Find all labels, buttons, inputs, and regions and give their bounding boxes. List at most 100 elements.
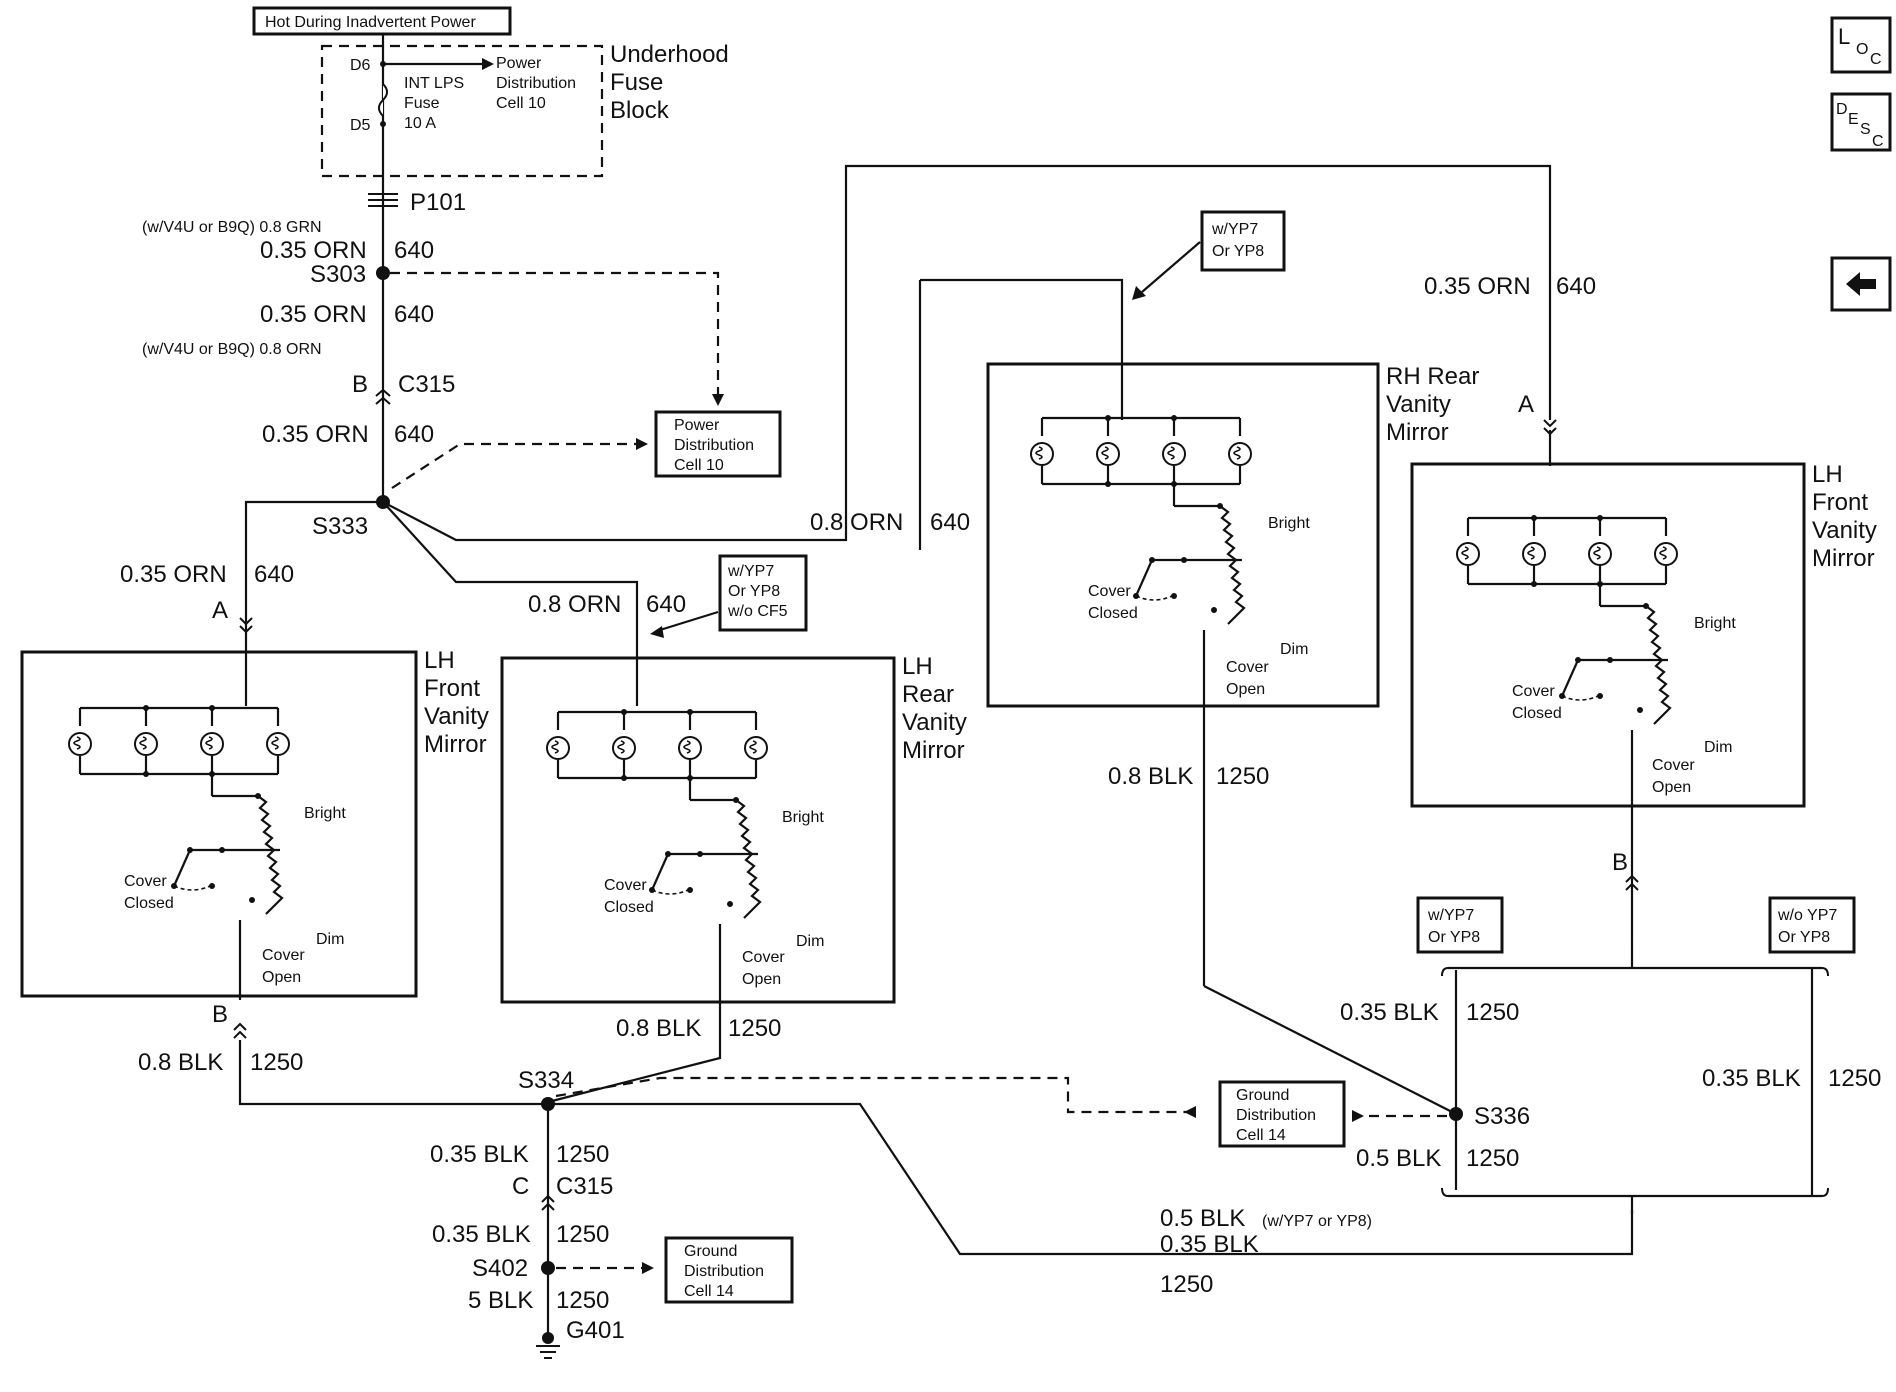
svg-text:Bright: Bright xyxy=(1268,515,1310,532)
svg-text:Open: Open xyxy=(742,971,781,988)
svg-text:Cell 10: Cell 10 xyxy=(496,95,546,112)
svg-text:0.35 BLK: 0.35 BLK xyxy=(1702,1065,1801,1092)
desc-button[interactable]: D E S C xyxy=(1830,92,1892,152)
svg-text:Front: Front xyxy=(424,675,480,702)
svg-text:w/YP7: w/YP7 xyxy=(727,563,774,580)
svg-text:1250: 1250 xyxy=(556,1221,609,1248)
svg-text:C: C xyxy=(1872,133,1884,150)
svg-text:(w/V4U or B9Q) 0.8 GRN: (w/V4U or B9Q) 0.8 GRN xyxy=(142,219,322,236)
svg-text:640: 640 xyxy=(254,561,294,588)
svg-text:Or YP8: Or YP8 xyxy=(1428,929,1480,946)
svg-text:0.35 ORN: 0.35 ORN xyxy=(120,561,227,588)
svg-text:1250: 1250 xyxy=(728,1015,781,1042)
svg-text:Closed: Closed xyxy=(604,899,654,916)
svg-text:640: 640 xyxy=(930,509,970,536)
svg-text:S: S xyxy=(1860,121,1871,138)
svg-text:S303: S303 xyxy=(310,261,366,288)
svg-text:640: 640 xyxy=(646,591,686,618)
svg-text:0.5 BLK: 0.5 BLK xyxy=(1160,1205,1245,1232)
svg-text:LH: LH xyxy=(1812,461,1843,488)
svg-text:Open: Open xyxy=(1652,779,1691,796)
svg-text:Rear: Rear xyxy=(902,681,954,708)
loc-button[interactable]: L O C xyxy=(1830,16,1892,74)
svg-text:D5: D5 xyxy=(350,117,371,134)
svg-text:INT LPS: INT LPS xyxy=(404,75,464,92)
svg-text:0.35 BLK: 0.35 BLK xyxy=(1340,999,1439,1026)
svg-text:C315: C315 xyxy=(398,371,455,398)
svg-text:Bright: Bright xyxy=(304,805,346,822)
svg-text:Vanity: Vanity xyxy=(902,709,967,736)
svg-text:B: B xyxy=(1612,849,1628,876)
svg-text:Block: Block xyxy=(610,97,670,124)
svg-text:0.35 BLK: 0.35 BLK xyxy=(1160,1231,1259,1258)
svg-text:640: 640 xyxy=(394,301,434,328)
svg-text:Vanity: Vanity xyxy=(1812,517,1877,544)
loc-label-l: L xyxy=(1838,24,1850,49)
svg-text:LH: LH xyxy=(902,653,933,680)
left-arrow-icon xyxy=(1846,272,1876,296)
svg-text:640: 640 xyxy=(1556,273,1596,300)
svg-text:Mirror: Mirror xyxy=(902,737,965,764)
svg-text:Bright: Bright xyxy=(1694,615,1736,632)
svg-text:LH: LH xyxy=(424,647,455,674)
svg-text:Cover: Cover xyxy=(262,947,305,964)
svg-text:C315: C315 xyxy=(556,1173,613,1200)
svg-text:Ground: Ground xyxy=(1236,1087,1289,1104)
svg-text:1250: 1250 xyxy=(1466,1145,1519,1172)
svg-text:Mirror: Mirror xyxy=(424,731,487,758)
svg-text:1250: 1250 xyxy=(1216,763,1269,790)
svg-text:1250: 1250 xyxy=(1466,999,1519,1026)
svg-text:0.35 ORN: 0.35 ORN xyxy=(262,421,369,448)
back-button[interactable] xyxy=(1830,256,1892,312)
svg-text:1250: 1250 xyxy=(556,1141,609,1168)
svg-text:Or YP8: Or YP8 xyxy=(1212,243,1264,260)
lh-front-vanity-mirror-left: LH Front Vanity Mirror Bright Cover Clos… xyxy=(20,630,489,1000)
svg-text:640: 640 xyxy=(394,421,434,448)
svg-text:w/o YP7: w/o YP7 xyxy=(1777,907,1837,924)
svg-text:Dim: Dim xyxy=(1280,641,1308,658)
svg-text:0.8 ORN: 0.8 ORN xyxy=(528,591,621,618)
svg-text:RH Rear: RH Rear xyxy=(1386,363,1479,390)
svg-text:Cover: Cover xyxy=(604,877,647,894)
svg-text:w/o CF5: w/o CF5 xyxy=(727,603,788,620)
svg-text:640: 640 xyxy=(394,237,434,264)
svg-text:Bright: Bright xyxy=(782,809,824,826)
svg-text:0.8 BLK: 0.8 BLK xyxy=(1108,763,1193,790)
svg-text:Fuse: Fuse xyxy=(404,95,440,112)
svg-text:Dim: Dim xyxy=(316,931,344,948)
svg-text:Underhood: Underhood xyxy=(610,41,729,68)
svg-text:Cover: Cover xyxy=(1512,683,1555,700)
svg-text:0.35 ORN: 0.35 ORN xyxy=(260,237,367,264)
svg-text:Cell 10: Cell 10 xyxy=(674,457,724,474)
svg-text:Closed: Closed xyxy=(1512,705,1562,722)
lh-front-vanity-mirror-right: LH Front Vanity Mirror Bright Cover Clos… xyxy=(1410,461,1877,940)
svg-text:B: B xyxy=(212,1001,228,1028)
svg-text:w/YP7: w/YP7 xyxy=(1427,907,1474,924)
loc-label-c: C xyxy=(1870,51,1882,68)
svg-text:Power: Power xyxy=(496,55,542,72)
svg-text:Or YP8: Or YP8 xyxy=(728,583,780,600)
svg-text:0.8 BLK: 0.8 BLK xyxy=(138,1049,223,1076)
svg-text:Cover: Cover xyxy=(1088,583,1131,600)
svg-text:Vanity: Vanity xyxy=(424,703,489,730)
svg-text:0.35 BLK: 0.35 BLK xyxy=(432,1221,531,1248)
svg-text:Or YP8: Or YP8 xyxy=(1778,929,1830,946)
svg-text:Distribution: Distribution xyxy=(1236,1107,1316,1124)
svg-text:Front: Front xyxy=(1812,489,1868,516)
svg-text:Distribution: Distribution xyxy=(684,1263,764,1280)
svg-text:(w/YP7 or YP8): (w/YP7 or YP8) xyxy=(1262,1213,1372,1230)
svg-text:C: C xyxy=(512,1173,529,1200)
svg-text:Cell 14: Cell 14 xyxy=(1236,1127,1286,1144)
svg-text:D: D xyxy=(1836,101,1848,118)
svg-text:Vanity: Vanity xyxy=(1386,391,1451,418)
rh-rear-vanity-mirror: RH Rear Vanity Mirror Bright Cover Close… xyxy=(986,362,1479,986)
svg-text:G401: G401 xyxy=(566,1317,625,1344)
svg-text:1250: 1250 xyxy=(250,1049,303,1076)
svg-text:Closed: Closed xyxy=(1088,605,1138,622)
svg-text:(w/V4U or B9Q) 0.8 ORN: (w/V4U or B9Q) 0.8 ORN xyxy=(142,341,322,358)
hot-label: Hot During Inadvertent Power xyxy=(265,14,476,31)
svg-text:Mirror: Mirror xyxy=(1812,545,1875,572)
svg-text:w/YP7: w/YP7 xyxy=(1211,221,1258,238)
svg-text:Distribution: Distribution xyxy=(496,75,576,92)
